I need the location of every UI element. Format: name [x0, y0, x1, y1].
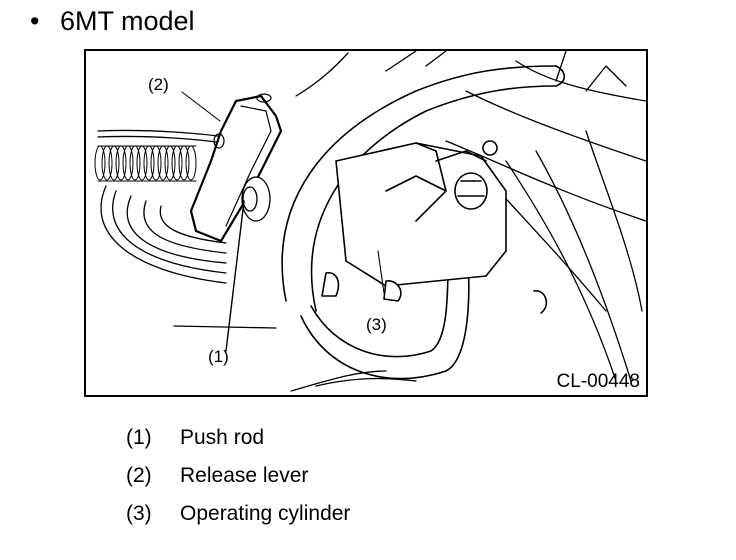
spring-coil	[178, 145, 190, 181]
spring-coil	[129, 145, 141, 181]
section-heading: • 6MT model	[30, 4, 195, 38]
legend-number: (2)	[126, 464, 152, 487]
housing-lines	[97, 51, 646, 392]
spring-coil	[108, 145, 120, 181]
figure-id: CL-00448	[556, 371, 640, 392]
legend-label: Operating cylinder	[180, 502, 351, 525]
spring-coil	[143, 145, 155, 181]
clutch-illustration	[94, 51, 646, 392]
legend-label: Push rod	[180, 426, 265, 449]
callout-2: (2)	[148, 75, 169, 94]
legend-item: (1) Push rod	[126, 424, 350, 462]
spring-coil	[94, 145, 106, 181]
callout-1: (1)	[208, 347, 229, 366]
spring-coil	[122, 145, 134, 181]
spring-coil	[185, 145, 197, 181]
parts-legend: (1) Push rod (2) Release lever (3) Operatin…	[126, 424, 350, 538]
leader-lines	[181, 91, 385, 294]
legend-number: (1)	[126, 426, 152, 449]
spring	[94, 145, 197, 182]
spring-coil	[115, 145, 127, 181]
operating-cylinder	[321, 140, 548, 314]
spring-coil	[150, 145, 162, 181]
legend-item: (2) Release lever	[126, 462, 350, 500]
illustration-figure: (2) (1) (3) CL-00448	[84, 49, 648, 397]
bearing-arcs	[100, 185, 227, 284]
bullet-icon: •	[30, 6, 40, 36]
spring-coil	[136, 145, 148, 181]
callout-3: (3)	[366, 315, 387, 334]
spring-coil	[157, 145, 169, 181]
spring-coil	[164, 145, 176, 181]
heading-text: 6MT model	[60, 6, 195, 36]
legend-label: Release lever	[180, 464, 309, 487]
push-rod	[225, 176, 271, 352]
legend-item: (3) Operating cylinder	[126, 500, 350, 538]
spring-coil	[101, 145, 113, 181]
release-lever	[189, 93, 283, 243]
legend-number: (3)	[126, 502, 152, 525]
spring-coil	[171, 145, 183, 181]
